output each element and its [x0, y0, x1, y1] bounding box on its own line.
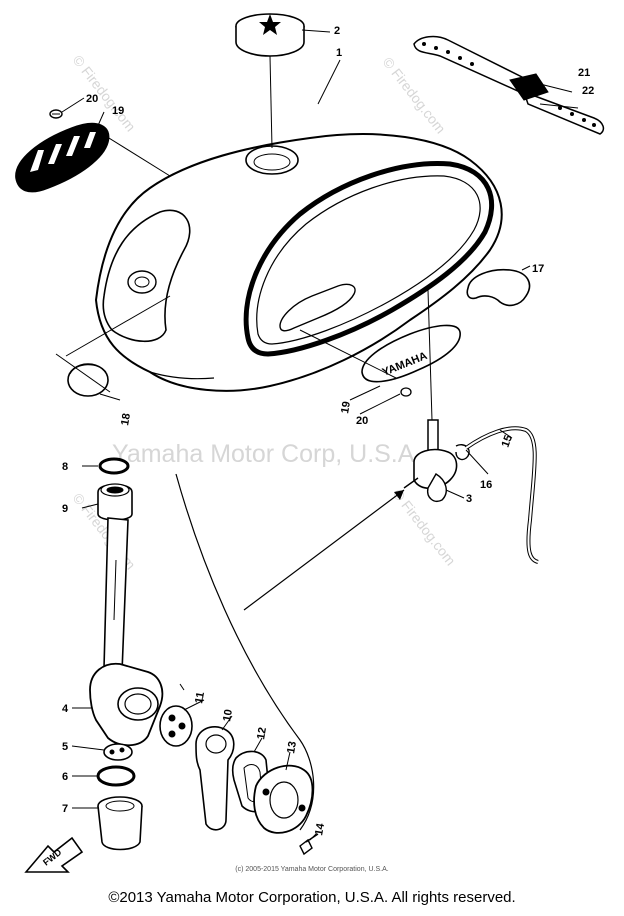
filler-cap [235, 13, 305, 57]
callout-14: 14 [313, 822, 327, 837]
damper [466, 268, 531, 307]
emblem-right-plate [361, 324, 461, 383]
callout-19-right: 19 [339, 400, 353, 414]
o-ring-6 [96, 765, 136, 787]
callout-9: 9 [62, 503, 68, 515]
tank-side-panel-inner [256, 175, 481, 345]
tank-side-panel-outer [243, 161, 495, 357]
lever-10 [195, 726, 235, 831]
callout-13: 13 [285, 740, 299, 754]
emblem-left-lettering [30, 132, 96, 172]
plate-13 [253, 764, 314, 834]
tank-strap-holes [422, 42, 596, 127]
screw-left [49, 109, 63, 119]
fuel-cock [403, 419, 458, 502]
callout-12: 12 [255, 726, 269, 740]
callout-10: 10 [221, 708, 235, 722]
o-ring-8 [98, 457, 130, 475]
callout-labels: 1 2 3 4 5 6 7 8 9 10 11 12 13 14 15 16 1… [62, 25, 594, 837]
callout-20-left: 20 [86, 93, 98, 105]
filler-cap-body [235, 26, 305, 57]
callout-7: 7 [62, 803, 68, 815]
callout-5: 5 [62, 741, 68, 753]
watermark-site-left-top: © Firedog.com [70, 52, 139, 134]
filler-cap-logo [259, 14, 281, 35]
callout-15: 15 [500, 433, 515, 449]
tank-breather-boss-inner [134, 276, 150, 288]
callout-11: 11 [193, 691, 207, 705]
leader-lines [55, 29, 579, 841]
pointer-arrow [243, 489, 405, 611]
tank-strap-buckle [509, 73, 549, 101]
emblem-left [15, 122, 110, 193]
callout-18: 18 [119, 412, 133, 426]
callout-17: 17 [532, 263, 544, 275]
assembly-outline [175, 473, 315, 831]
hose-clip [455, 444, 470, 461]
callout-22: 22 [582, 85, 594, 97]
screw-14 [299, 833, 319, 856]
callout-20-right: 20 [356, 415, 368, 427]
watermark-center: Yamaha Motor Corp, U.S.A. [112, 440, 421, 468]
fuel-tank [94, 133, 503, 392]
tank-outline [94, 133, 503, 392]
forward-direction-arrow: FWD [24, 836, 84, 873]
callout-8: 8 [62, 461, 68, 473]
fuel-cock-lever [427, 473, 447, 502]
fuel-hose [464, 426, 539, 564]
callout-21: 21 [578, 67, 590, 79]
fuel-cock-body [413, 448, 458, 490]
packing-11 [159, 705, 193, 747]
tank-tail-edge [149, 371, 215, 380]
screw-right [400, 387, 412, 397]
callout-16: 16 [480, 479, 492, 491]
callout-2: 2 [334, 25, 340, 37]
rubber-cap [67, 363, 109, 397]
gasket-5 [103, 743, 133, 761]
strainer-tube [103, 517, 129, 673]
tank-emblem-recess [279, 283, 356, 332]
tank-strap-right-arm [522, 90, 605, 135]
emblem-left-plate [15, 122, 110, 193]
callout-19-left: 19 [112, 105, 124, 117]
page-copyright: ©2013 Yamaha Motor Corporation, U.S.A. A… [108, 889, 516, 906]
watermark-site-right-top: © Firedog.com [380, 54, 449, 136]
tank-filler-neck-inner [253, 153, 291, 171]
callout-6: 6 [62, 771, 68, 783]
fuel-strainer-assembly [89, 457, 164, 747]
diagram-copyright-small: (c) 2005-2015 Yamaha Motor Corporation, … [235, 866, 389, 873]
callout-4: 4 [62, 703, 69, 715]
fuel-cup-7 [97, 796, 143, 851]
tank-breather-boss [127, 270, 157, 294]
tank-strap [413, 35, 605, 135]
callout-3: 3 [466, 493, 472, 505]
callout-1: 1 [336, 47, 342, 59]
